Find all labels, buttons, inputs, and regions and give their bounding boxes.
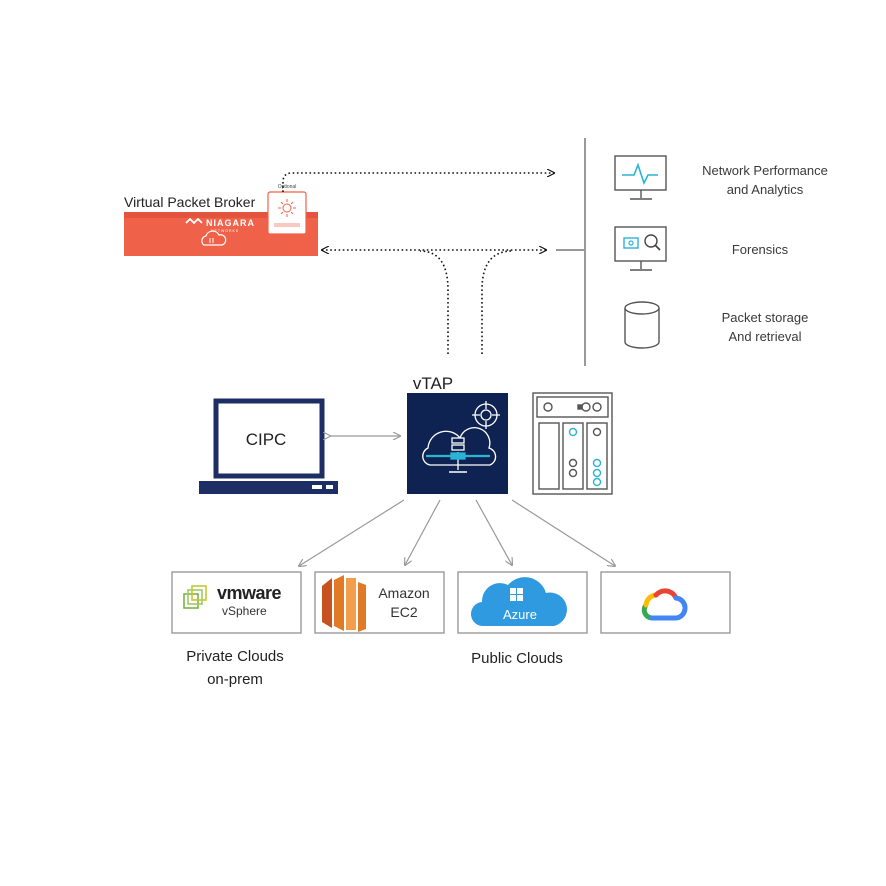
aws-ec2-icon	[322, 575, 366, 632]
google-cloud-icon	[641, 588, 688, 621]
broker-logo-text: NIAGARA	[206, 218, 255, 228]
vmware-product: vSphere	[222, 604, 267, 618]
niagara-logo: NIAGARA NETWORKS	[185, 217, 255, 233]
dotted-connections	[282, 173, 554, 354]
private-clouds-label: Private Clouds	[186, 648, 284, 665]
arrow-to-amazon	[405, 499, 441, 565]
sun-icon	[278, 199, 296, 217]
google-tile	[600, 571, 731, 634]
tool-label-line1: Network Performance	[702, 163, 828, 178]
tool-label-packet-storage: Packet storage And retrieval	[690, 308, 840, 346]
tool-label-line2: and Analytics	[726, 182, 804, 197]
vtap-label: vTAP	[413, 374, 453, 393]
amazon-tile: Amazon EC2	[314, 571, 445, 634]
public-clouds-label: Public Clouds	[471, 650, 563, 667]
virtual-packet-broker: NIAGARA NETWORKS Optional Virtual Packet…	[124, 184, 318, 256]
optional-label: Optional	[278, 184, 297, 190]
vmware-brand: vmware	[217, 583, 282, 603]
vmware-tile: vmware vSphere	[171, 571, 302, 634]
broker-to-tools-arrow	[282, 173, 554, 192]
tool-label-network-performance: Network Performance and Analytics	[690, 161, 840, 199]
amazon-line1: Amazon	[378, 585, 429, 601]
vtap-to-broker-line	[419, 250, 449, 354]
tool-label-forensics: Forensics	[690, 240, 830, 259]
azure-cloud-icon	[470, 577, 567, 627]
vmware-logo-icon	[183, 585, 207, 609]
arrow-to-vmware	[299, 499, 405, 566]
monitor-pulse-icon	[614, 155, 667, 200]
server-rack-icon	[532, 392, 613, 495]
vtap-node: vTAP	[407, 374, 508, 494]
vtap-to-tools-line	[481, 250, 513, 354]
windows-icon	[510, 588, 523, 601]
optional-module-card	[267, 191, 307, 235]
cipc-label: CIPC	[246, 430, 287, 449]
laptop-screen	[213, 398, 325, 479]
amazon-line2: EC2	[390, 604, 417, 620]
cloud-server-tap-icon	[422, 427, 497, 473]
broker-logo-subtext: NETWORKS	[211, 229, 239, 233]
monitor-search-icon	[614, 226, 667, 271]
laptop-base	[199, 481, 338, 494]
tool-label-line1: Packet storage	[721, 310, 809, 325]
azure-tile: Azure	[457, 571, 588, 634]
arrow-to-google	[511, 499, 615, 566]
target-icon	[472, 401, 500, 429]
cipc-laptop: CIPC	[199, 398, 338, 494]
tool-label-line1: Forensics	[731, 242, 789, 257]
azure-label: Azure	[503, 607, 537, 622]
broker-title: Virtual Packet Broker	[124, 194, 256, 210]
vtap-to-cloud-arrows	[299, 499, 615, 566]
on-prem-label: on-prem	[207, 671, 263, 688]
tool-label-line2: And retrieval	[728, 329, 802, 344]
cylinder-storage-icon	[624, 301, 660, 349]
arrow-to-azure	[475, 499, 512, 565]
cloud-icon	[201, 230, 227, 246]
tools-panel	[556, 138, 667, 366]
